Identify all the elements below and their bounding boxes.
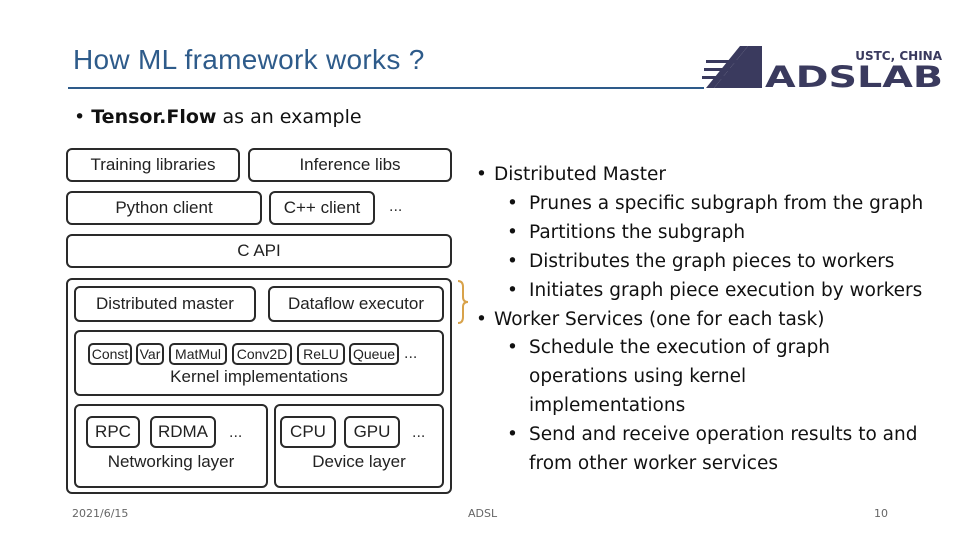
brace-icon (457, 280, 469, 324)
rpc-box: RPC (86, 416, 140, 448)
logo-main-text: ADSLAB (765, 60, 943, 90)
dm-item: Prunes a specific subgraph from the grap… (476, 190, 956, 219)
training-libraries-box: Training libraries (66, 148, 240, 182)
worker-services-heading: Worker Services (one for each task) (476, 306, 956, 335)
explanation-list: Distributed Master Prunes a specific sub… (476, 161, 956, 479)
main-bullet: • Tensor.Flow as an example (74, 106, 362, 128)
networking-more: ... (229, 424, 243, 441)
c-api-box: C API (66, 234, 452, 268)
device-layer-label: Device layer (312, 452, 406, 471)
cpp-client-box: C++ client (269, 191, 375, 225)
dm-item: Partitions the subgraph (476, 219, 956, 248)
kernel-implementations-label: Kernel implementations (170, 367, 348, 386)
op-var-box: Var (136, 343, 164, 365)
title-rule (68, 87, 704, 89)
dataflow-executor-box: Dataflow executor (268, 286, 444, 322)
slide-title: How ML framework works ? (73, 44, 425, 75)
page-number: 10 (874, 507, 888, 520)
footer-center: ADSL (468, 507, 498, 520)
logo-top-text: USTC, CHINA (855, 49, 942, 63)
tensorflow-label: Tensor.Flow (91, 106, 217, 128)
op-matmul-box: MatMul (169, 343, 227, 365)
op-queue-box: Queue (349, 343, 399, 365)
ws-item: Schedule the execution of graph operatio… (476, 334, 889, 421)
bullet-rest: as an example (216, 106, 362, 128)
distributed-master-box: Distributed master (74, 286, 256, 322)
op-relu-box: ReLU (297, 343, 345, 365)
client-more: ... (389, 198, 403, 215)
op-conv2d-box: Conv2D (232, 343, 292, 365)
rdma-box: RDMA (150, 416, 216, 448)
devices-more: ... (412, 424, 426, 441)
ops-more: ... (404, 345, 418, 362)
dm-item: Distributes the graph pieces to workers (476, 248, 956, 277)
python-client-box: Python client (66, 191, 262, 225)
cpu-box: CPU (280, 416, 336, 448)
ws-item: Send and receive operation results to an… (476, 421, 949, 479)
distributed-master-heading: Distributed Master (476, 161, 956, 190)
inference-libs-box: Inference libs (248, 148, 452, 182)
dm-item: Initiates graph piece execution by worke… (476, 277, 956, 306)
op-const-box: Const (88, 343, 132, 365)
gpu-box: GPU (344, 416, 400, 448)
footer-date: 2021/6/15 (72, 507, 129, 520)
adslab-logo: USTC, CHINA ADSLAB (702, 46, 943, 90)
networking-layer-label: Networking layer (107, 452, 235, 471)
tensorflow-architecture-diagram: Training libraries Inference libs Python… (64, 148, 456, 496)
